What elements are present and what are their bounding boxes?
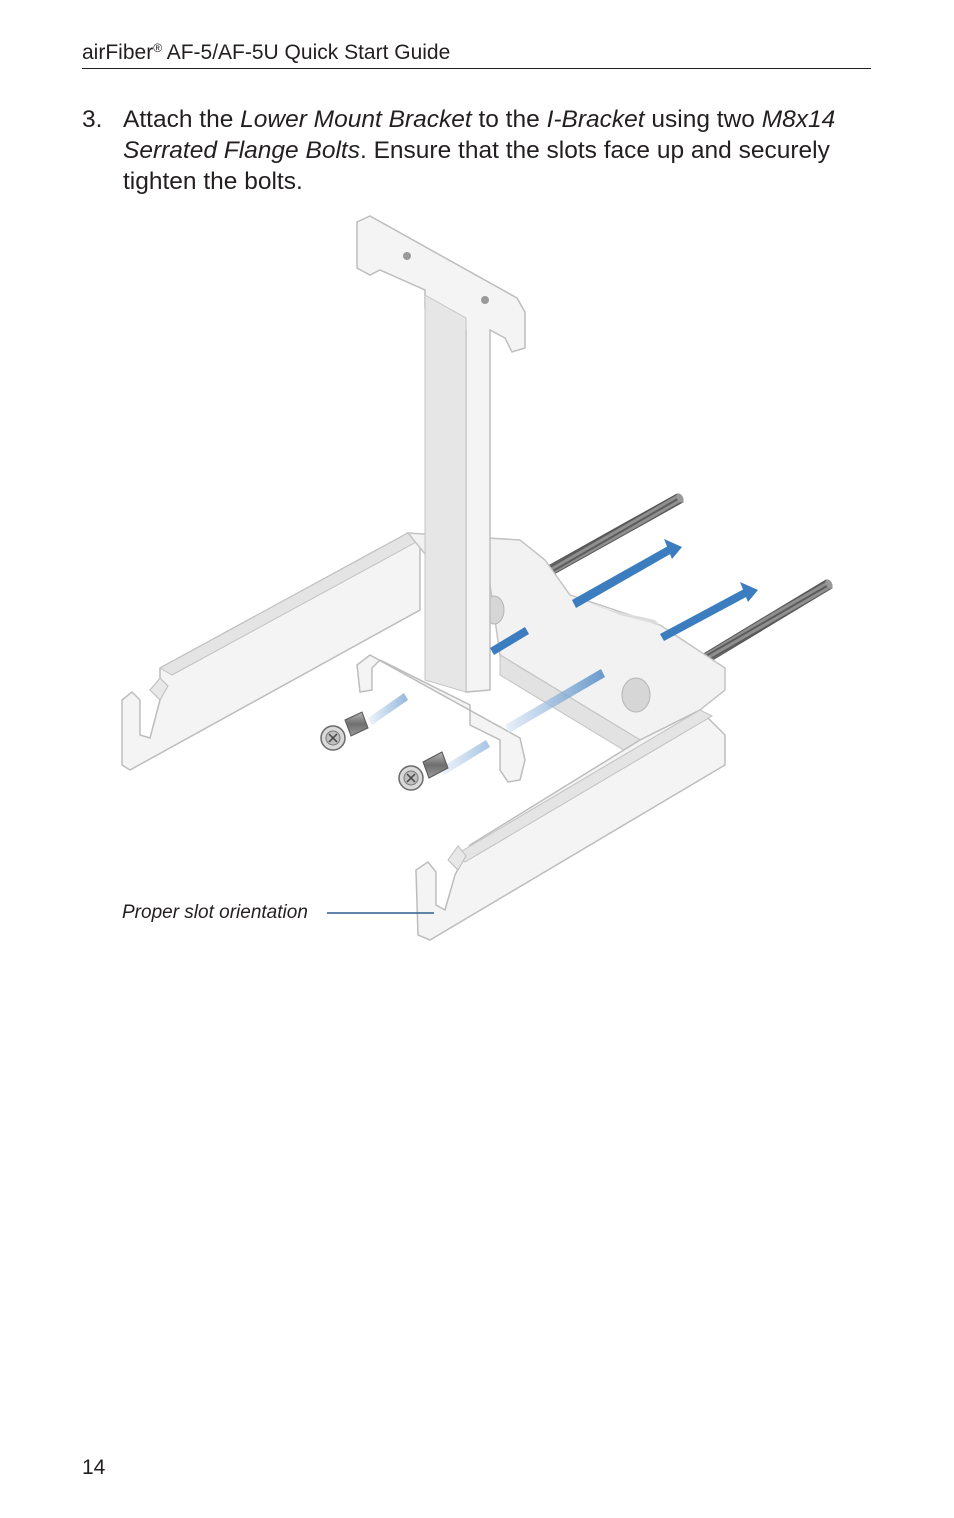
slot-orientation-callout: Proper slot orientation	[122, 902, 308, 923]
step-text-part: using two	[644, 106, 762, 133]
bracket-assembly-illustration	[121, 215, 833, 941]
step-text: Attach the Lower Mount Bracket to the I-…	[123, 104, 872, 197]
flange-bolt-lower	[398, 751, 449, 791]
term-i-bracket: I-Bracket	[546, 106, 645, 133]
lower-mount-bracket-body	[406, 532, 726, 761]
registered-mark: ®	[153, 41, 163, 55]
step-text-part: . Ensure that the slots face up and secu…	[123, 137, 830, 195]
running-header: airFiber® AF-5/AF-5U Quick Start Guide	[82, 34, 870, 67]
step-text-part: to the	[471, 106, 547, 133]
term-bolts: M8x14 Serrated Flange Bolts	[123, 106, 836, 164]
header-title: AF-5/AF-5U Quick Start Guide	[162, 41, 451, 64]
term-lower-mount-bracket: Lower Mount Bracket	[240, 106, 472, 133]
step-number: 3.	[82, 106, 103, 133]
bolt-path-arrow-upper	[368, 693, 408, 725]
i-bracket	[356, 215, 526, 783]
insertion-arrow-lower	[660, 582, 758, 641]
rod-continuation-arrow-upper	[490, 627, 529, 655]
lower-mount-bracket-left-arm	[121, 532, 422, 771]
lower-mount-bracket-right-arm	[415, 709, 726, 941]
flange-bolt-upper	[320, 711, 369, 751]
header-rule	[82, 68, 871, 69]
threaded-rod-lower	[699, 579, 833, 665]
header-brand: airFiber	[82, 41, 154, 64]
bolt-path-arrow-lower	[440, 669, 605, 775]
threaded-rod-upper	[547, 493, 684, 575]
insertion-arrow-upper	[572, 539, 682, 608]
step-text-part: Attach the	[123, 106, 241, 133]
page-number: 14	[82, 1456, 106, 1479]
